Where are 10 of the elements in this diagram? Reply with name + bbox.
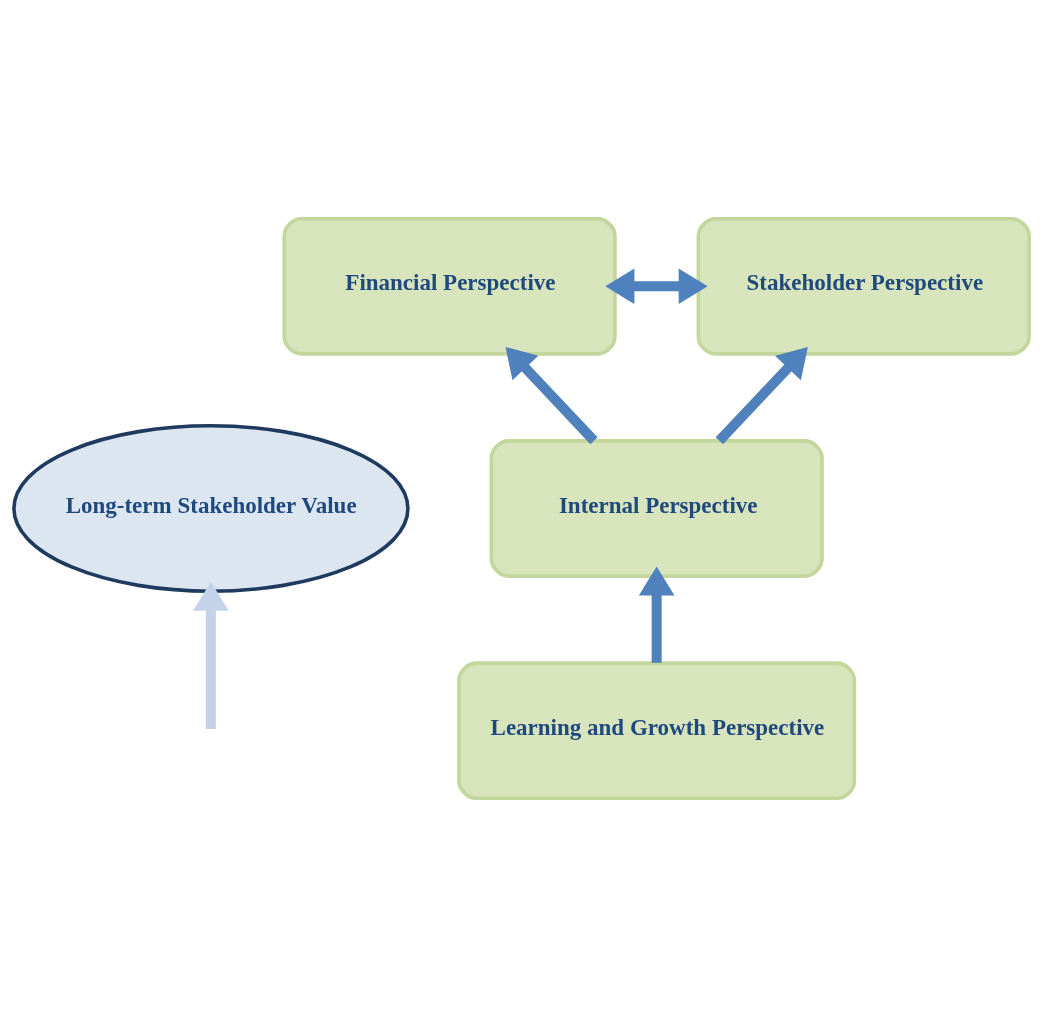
arrow (605, 268, 708, 305)
node-box: Internal Perspective (489, 439, 824, 578)
arrow (505, 346, 598, 445)
node-box: Learning and Growth Perspective (457, 661, 857, 801)
node-ellipse: Long-term Stakeholder Value (12, 424, 410, 593)
arrow (193, 581, 229, 730)
node-box: Financial Perspective (282, 216, 617, 356)
arrow (638, 566, 675, 663)
node-box: Stakeholder Perspective (696, 216, 1031, 356)
arrow (715, 346, 808, 445)
